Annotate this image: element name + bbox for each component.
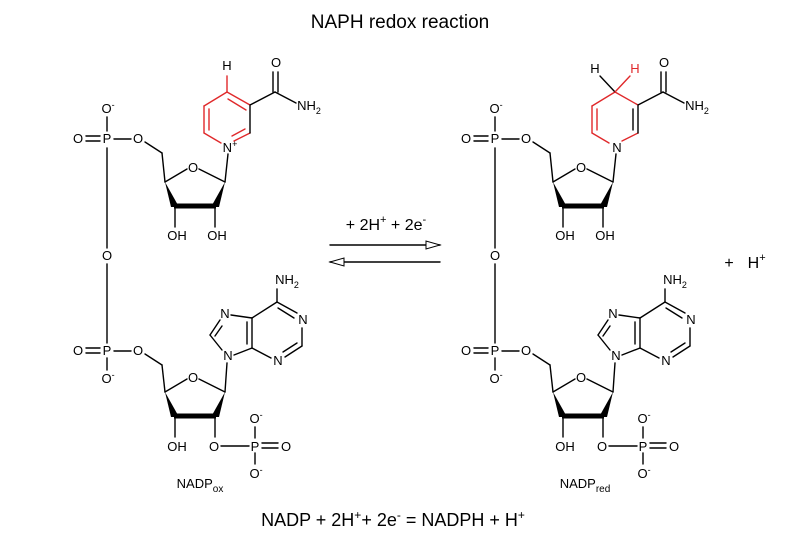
- proton-byproduct: +H+: [724, 252, 765, 272]
- reaction-conditions: + 2H+ + 2e-: [346, 214, 427, 234]
- reaction-equation: NADP + 2H++ 2e- = NADPH + H+: [261, 508, 525, 530]
- diagram-title: NAPH redox reaction: [311, 12, 489, 33]
- svg-text:O: O: [659, 55, 669, 70]
- nadp-oxidized-molecule: N+ H O NH2 NADPox: [73, 55, 321, 495]
- nicotinamide-reduced: N H H O NH2: [590, 55, 709, 155]
- svg-text:H: H: [630, 61, 639, 76]
- svg-text:O: O: [271, 55, 281, 70]
- nicotinamide-oxidized: N+ H O NH2: [203, 55, 321, 155]
- nadp-ox-label: NADPox: [177, 476, 224, 495]
- svg-text:H: H: [590, 61, 599, 76]
- svg-text:NH2: NH2: [297, 98, 321, 116]
- forward-arrow: [329, 240, 442, 250]
- svg-text:N: N: [612, 140, 621, 155]
- svg-text:NH2: NH2: [685, 98, 709, 116]
- nadp-reduced-molecule: N H H O NH2 NADPred: [461, 55, 709, 495]
- reverse-arrow: [328, 257, 441, 267]
- svg-text:H: H: [222, 58, 231, 73]
- nadp-red-label: NADPred: [560, 476, 611, 495]
- svg-text:N+: N+: [223, 139, 238, 155]
